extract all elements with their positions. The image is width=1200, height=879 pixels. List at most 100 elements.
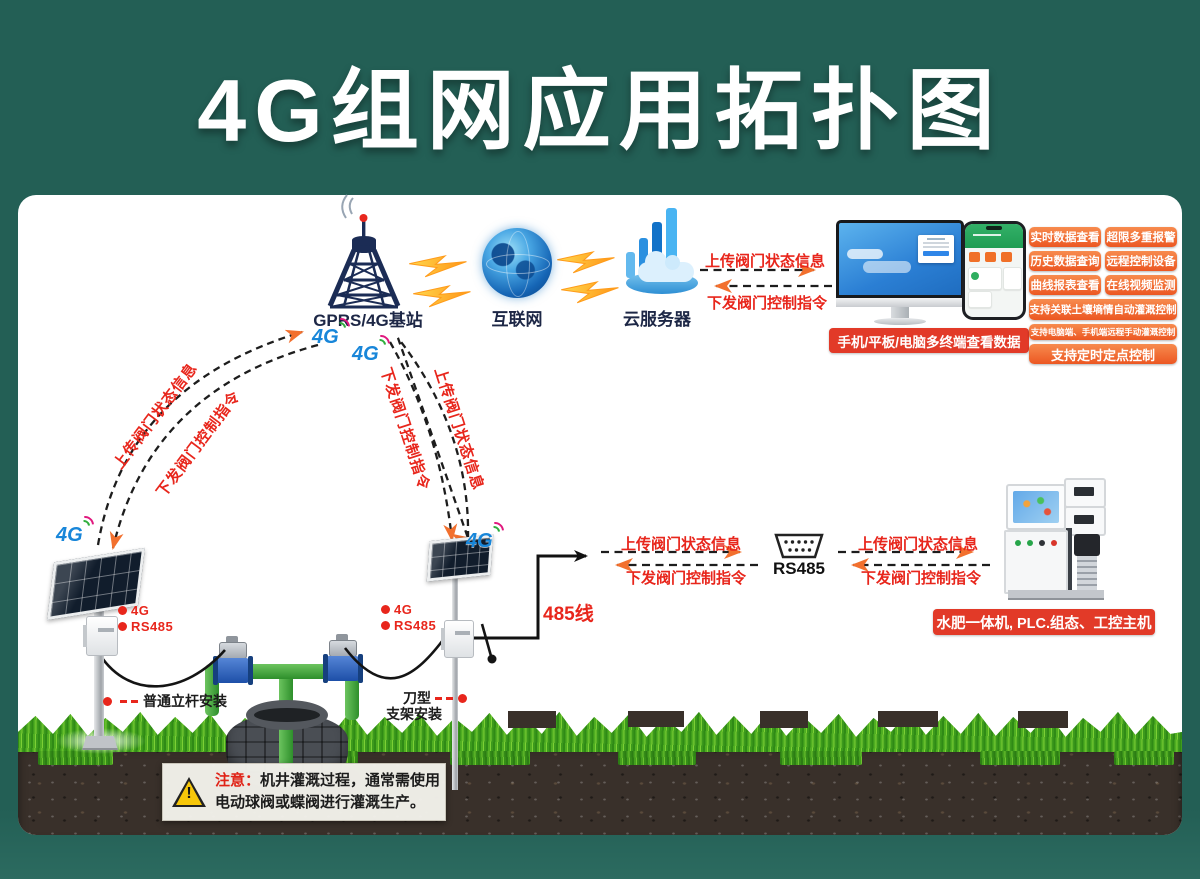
well-opening — [246, 700, 328, 730]
grass-patch — [38, 751, 113, 765]
upload-label-mid: 上传阀门状态信息 — [621, 536, 742, 553]
upload-label-right: 上传阀门状态信息 — [858, 536, 979, 553]
machine-lcd — [1074, 515, 1094, 524]
dialog-field — [923, 242, 949, 244]
machine-base — [1008, 590, 1104, 600]
phone-notch — [986, 226, 1002, 230]
app-icon — [1001, 252, 1012, 262]
monitor-screen — [836, 220, 964, 298]
machine-pipe — [1066, 528, 1072, 590]
valve-flange — [248, 656, 253, 685]
feature-chip: 支持关联土壤墒情自动灌溉控制 — [1029, 299, 1177, 320]
monitor-base — [874, 318, 926, 325]
app-icon — [969, 252, 980, 262]
download-label-top: 下发阀门控制指令 — [707, 295, 828, 312]
feature-chip: 曲线报表查看 — [1029, 275, 1101, 295]
feature-chip: 支持定时定点控制 — [1029, 344, 1177, 364]
monitor-stand — [891, 307, 909, 318]
internet-label: 互联网 — [491, 310, 543, 329]
phone-header-title — [973, 234, 1001, 236]
warning-icon: ! — [172, 776, 206, 807]
soil-notch — [508, 711, 556, 728]
mid-controller-box — [441, 620, 474, 658]
notice-text: 注意：机井灌溉过程，通常需使用 电动球阀或蝶阀进行灌溉生产。 — [215, 772, 441, 811]
dialog-field — [923, 246, 949, 248]
machine-unit — [1064, 478, 1106, 508]
machine-lcd — [1074, 487, 1094, 496]
valve-actuator — [329, 640, 357, 657]
status-dot — [971, 272, 979, 280]
rs485-label: RS485 — [773, 559, 825, 578]
cloud-server-icon — [612, 208, 702, 300]
phone-screen — [965, 224, 1023, 317]
download-label-right: 下发阀门控制指令 — [861, 570, 982, 587]
feature-chip: 实时数据查看 — [1029, 227, 1101, 247]
app-icon — [985, 252, 996, 262]
smartphone — [962, 221, 1026, 320]
feature-chip: 支持电脑端、手机端远程手动灌溉控制 — [1029, 324, 1177, 340]
red-dash — [435, 696, 453, 700]
server-bar — [666, 208, 677, 278]
app-card — [968, 291, 992, 308]
pump-motor — [1074, 534, 1100, 556]
mid-station-pole — [452, 570, 458, 790]
valve-flange — [323, 654, 328, 683]
globe-meridian — [506, 231, 530, 297]
left-tag-4g: 4G — [118, 603, 149, 618]
electric-valve-left — [213, 636, 253, 686]
page-title: 4G组网应用拓扑图 — [197, 61, 1003, 160]
grass-patch — [780, 751, 862, 765]
valve-flange — [358, 654, 363, 683]
soil-notch — [878, 711, 938, 727]
cloud-icon — [638, 251, 694, 282]
soil-notch — [760, 711, 808, 728]
phone-icon-row — [969, 252, 1012, 262]
logo-4g: 4G — [466, 518, 508, 554]
left-tag-rs485: RS485 — [118, 619, 173, 634]
desktop-monitor — [836, 220, 964, 325]
pump-body — [1077, 556, 1097, 590]
monitor-chin — [836, 298, 964, 307]
red-dot-icon — [103, 696, 112, 706]
red-dot-icon — [118, 622, 127, 631]
feature-chip: 远程控制设备 — [1105, 251, 1177, 271]
notice-prefix: 注意： — [215, 772, 261, 789]
grass-band — [18, 712, 1182, 752]
red-dot-icon — [118, 606, 127, 615]
logo-4g: 4G — [352, 331, 394, 367]
red-dash — [120, 699, 138, 703]
grass-patch — [980, 751, 1060, 765]
logo-4g: 4G — [312, 314, 354, 350]
grass-patch — [1114, 751, 1174, 765]
wallpaper-cloud — [847, 249, 883, 259]
grass-patch — [618, 751, 696, 765]
phone-app-header — [965, 224, 1023, 248]
soil-notch — [1018, 711, 1068, 728]
dialog-title-line — [927, 238, 945, 240]
valve-body — [216, 658, 249, 683]
valve-body — [326, 656, 359, 681]
app-card — [1003, 267, 1022, 290]
base-station-label: GPRS/4G基站 — [313, 311, 423, 330]
indicator-lights — [1015, 540, 1057, 546]
left-station-base — [82, 736, 118, 750]
machine-touchscreen — [1013, 491, 1059, 523]
notice-box: ! 注意：机井灌溉过程，通常需使用 电动球阀或蝶阀进行灌溉生产。 — [162, 763, 446, 821]
red-dot-icon — [381, 621, 390, 630]
download-label-mid: 下发阀门控制指令 — [626, 570, 747, 587]
electric-valve-right — [323, 634, 363, 684]
machine-cabinet — [1004, 530, 1068, 594]
machine-console — [1006, 484, 1066, 530]
cloud-server-label: 云服务器 — [623, 310, 691, 329]
fertilizer-machine — [1000, 478, 1115, 608]
valve-knob — [226, 636, 238, 644]
terminals-caption-banner: 手机/平板/电脑多终端查看数据 — [829, 328, 1029, 353]
mid-install-label-line1: 刀型 — [403, 688, 467, 708]
red-dot-icon — [458, 693, 467, 703]
feature-chip: 在线视频监测 — [1105, 275, 1177, 295]
left-controller-box — [83, 616, 118, 656]
valve-flange — [213, 656, 218, 685]
valve-knob — [336, 634, 348, 642]
server-bar — [652, 222, 662, 278]
